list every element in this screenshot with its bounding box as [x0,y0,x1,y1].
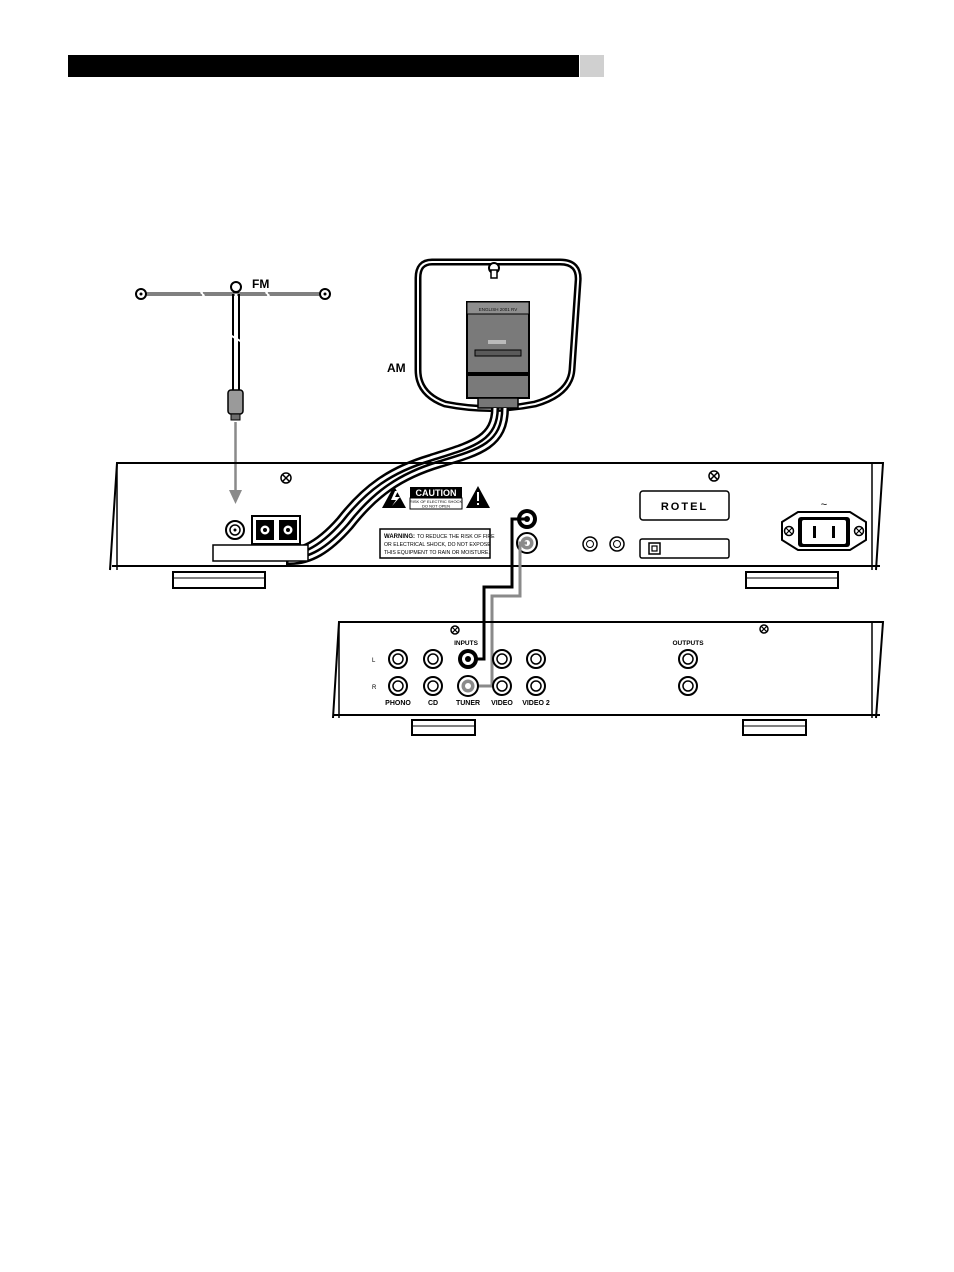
video2-left-jack[interactable] [527,650,545,668]
caution-label: CAUTION RISK OF ELECTRIC SHOCK DO NOT OP… [382,486,490,509]
warning-text-1: TO REDUCE THE RISK OF FIRE [417,534,495,540]
row-label-right: R [372,685,377,691]
video2-right-jack[interactable] [527,677,545,695]
ac-power-inlet[interactable] [782,512,866,550]
tuner-left-foot [173,572,265,588]
ac-symbol: ~ [821,499,827,511]
tuner-right-foot [746,572,838,588]
inputs-label: INPUTS [454,640,479,647]
antenna-label-plate [213,545,308,561]
amplifier-back-panel: INPUTS OUTPUTS L R PHONO CD TUNER VIDE [333,622,883,735]
input-name-video2: VIDEO 2 [522,700,550,707]
phono-right-jack[interactable] [389,677,407,695]
screw-icon [281,473,291,483]
input-jack-grid [389,649,545,696]
caution-title: CAUTION [416,488,457,498]
fm-antenna: FM [136,277,330,504]
warning-line-1: WARNING:TO REDUCE THE RISK OF FIRE [384,534,495,540]
input-name-video: VIDEO [491,700,513,707]
output-left-jack[interactable] [679,650,697,668]
am-label: AM [387,361,406,375]
am-loop-tag: ENGLISH 2001 RV [479,307,517,312]
output-right-jack[interactable] [679,677,697,695]
screw-icon [760,625,768,633]
warning-line-3: THIS EQUIPMENT TO RAIN OR MOISTURE. [384,550,490,556]
screw-icon [451,626,459,634]
outputs-label: OUTPUTS [672,640,704,647]
fm-connection-arrow-icon [229,490,242,504]
row-label-left: L [372,658,376,664]
warning-line-2: OR ELECTRICAL SHOCK, DO NOT EXPOSE [384,542,491,548]
cd-right-jack[interactable] [424,677,442,695]
screw-icon [709,471,719,481]
am-loop-antenna: ENGLISH 2001 RV AM [387,262,578,409]
fm-center-joint-icon [231,282,241,292]
tuner-back-panel: CAUTION RISK OF ELECTRIC SHOCK DO NOT OP… [110,463,883,588]
tuner-right-input-jack[interactable] [458,676,478,696]
cd-left-jack[interactable] [424,650,442,668]
video-right-jack[interactable] [493,677,511,695]
input-name-phono: PHONO [385,700,411,707]
fm-label: FM [252,277,269,291]
phono-left-jack[interactable] [389,650,407,668]
video-left-jack[interactable] [493,650,511,668]
caution-line-2: DO NOT OPEN [422,504,450,509]
screw-icon [785,527,794,536]
input-name-tuner: TUNER [456,700,480,707]
amp-right-foot [743,720,806,735]
brand-logo: ROTEL [661,501,708,513]
tuner-left-input-jack[interactable] [458,649,478,669]
amp-left-foot [412,720,475,735]
input-name-cd: CD [428,700,438,707]
warning-bold: WARNING: [384,534,415,540]
fm-connector-plug [228,390,243,414]
screw-icon [855,527,864,536]
